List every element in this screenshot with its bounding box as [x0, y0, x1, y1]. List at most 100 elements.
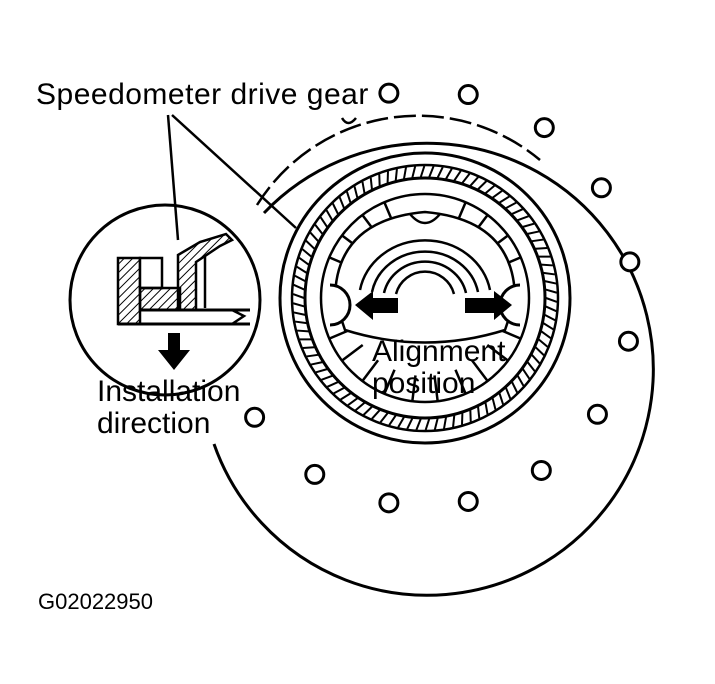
center-casting: [333, 210, 517, 344]
flange-inner-arc: [255, 114, 541, 206]
bolt-hole: [619, 251, 641, 273]
gear-tooth: [315, 368, 328, 374]
gear-tooth: [545, 297, 558, 303]
gear-tooth: [297, 329, 309, 333]
gear-tooth: [301, 248, 312, 258]
gear-tooth: [305, 239, 316, 250]
gear-tooth: [302, 346, 315, 350]
bolt-holes: [244, 82, 641, 514]
gear-tooth: [477, 406, 481, 419]
gear-tooth: [309, 231, 319, 242]
gear-tooth: [379, 412, 389, 423]
gear-tooth: [371, 409, 381, 420]
gear-tooth: [362, 406, 373, 416]
gear-tooth: [403, 167, 407, 180]
gear-tooth: [428, 165, 435, 178]
gear-tooth: [388, 414, 397, 426]
gear-tooth: [453, 170, 462, 182]
flange-small-mark: [340, 117, 357, 125]
bolt-hole: [244, 406, 266, 428]
gear-tooth: [325, 209, 334, 221]
gear-slot-edge: [433, 375, 439, 402]
gear-tooth: [534, 346, 545, 357]
gear-tooth: [397, 416, 405, 428]
installation-direction-label-line2: direction: [97, 407, 211, 440]
gear-hub-ring: [303, 176, 547, 420]
gear-inner-ring: [319, 192, 531, 404]
gear-slot-edge: [361, 359, 380, 382]
center-top-notch: [409, 213, 441, 225]
gear-tooth: [484, 402, 489, 415]
gear-teeth: [292, 165, 558, 431]
figure-code: G02022950: [38, 589, 153, 614]
gear-tooth: [540, 330, 552, 339]
gear-tooth: [517, 215, 529, 222]
gear-slot-edge: [470, 359, 489, 382]
bolt-hole: [586, 403, 608, 425]
flange-outer-edge: [212, 141, 655, 597]
gear-tooth: [353, 186, 359, 198]
arrow-right: [465, 291, 512, 320]
gear-tooth: [436, 166, 444, 179]
gear-tooth: [541, 263, 553, 267]
gear-tooth: [354, 402, 366, 412]
arrow-left: [355, 291, 398, 320]
gear-tooth: [511, 208, 524, 215]
gear-tooth: [433, 418, 439, 430]
alignment-notch-left: [329, 283, 352, 327]
gear-tooth: [531, 238, 544, 243]
gear-tooth: [527, 230, 540, 235]
gear-tooth: [516, 375, 525, 387]
gear-tooth: [535, 246, 548, 250]
bolt-hole: [590, 177, 612, 199]
gear-tooth: [406, 417, 414, 430]
gear-slot-edge: [341, 343, 364, 362]
gear-tooth: [461, 173, 471, 184]
gear-tooth: [543, 271, 556, 276]
bolt-hole: [457, 490, 479, 512]
gear-tooth: [321, 374, 333, 381]
gear-slot-edge: [486, 343, 509, 362]
gear-tooth: [326, 381, 339, 388]
gear-tooth: [361, 181, 366, 194]
gear-tooth: [319, 216, 328, 228]
gear-slot-edge: [383, 369, 396, 395]
gear-slot-edge: [411, 375, 417, 402]
installation-direction-label-line1: Installation: [97, 375, 241, 408]
gear-tooth: [338, 196, 345, 209]
gear-slot-edge: [454, 369, 467, 395]
gear-tooth: [415, 418, 422, 431]
gear-tooth: [345, 191, 352, 203]
gear-tooth: [526, 361, 536, 372]
gear-tooth: [333, 387, 345, 395]
gear-tooth: [531, 354, 541, 365]
gear-tooth: [294, 274, 306, 283]
gear-tooth: [293, 283, 305, 291]
gear-tooth: [347, 397, 358, 406]
gear-cross-section: [116, 232, 250, 326]
gear-tooth: [522, 222, 535, 228]
installation-arrow: [158, 333, 190, 370]
gear-tooth: [369, 177, 373, 190]
bolt-hole: [378, 82, 400, 104]
alignment-position-label-line1: Alignment: [372, 335, 506, 368]
gear-tooth: [544, 313, 556, 322]
gear-tooth: [544, 280, 557, 285]
gear-tooth: [491, 398, 497, 410]
gear-tooth: [505, 387, 512, 400]
gear-tooth: [498, 393, 505, 405]
leader-line-1: [166, 114, 180, 241]
gear-tooth: [294, 320, 307, 325]
gear-tooth: [419, 165, 426, 178]
gear-tooth: [443, 416, 447, 429]
gear-tooth: [306, 353, 319, 358]
gear-tooth: [538, 338, 549, 348]
gear-outer-ring: [278, 151, 572, 445]
gear-teeth-ring: [290, 163, 560, 433]
gear-tooth: [498, 195, 510, 204]
gear-tooth: [292, 302, 305, 308]
gear-tooth: [511, 381, 519, 393]
gear-tooth: [477, 180, 488, 190]
